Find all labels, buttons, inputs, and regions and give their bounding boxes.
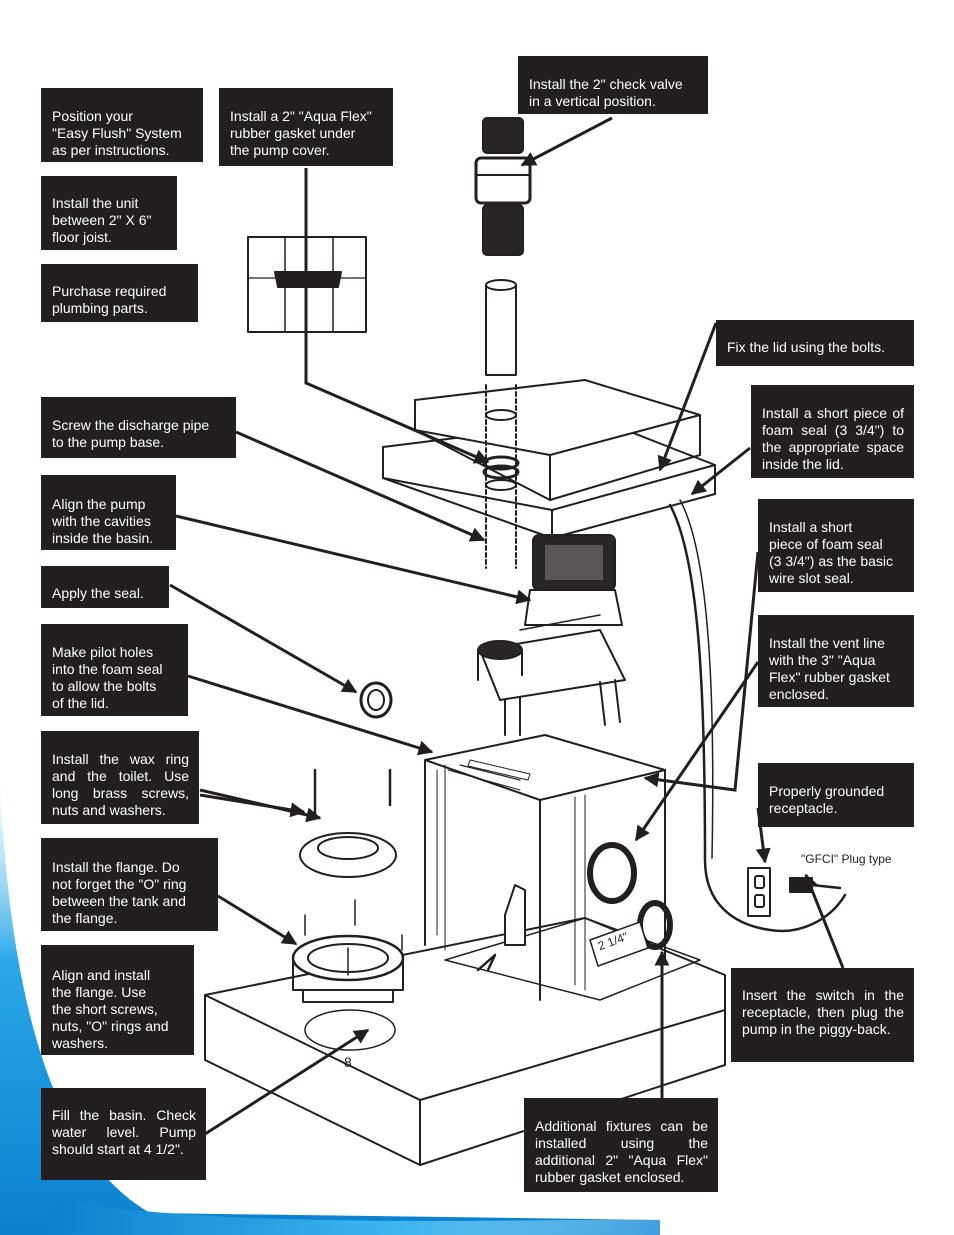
- callout-apply-seal: Apply the seal.: [41, 566, 169, 608]
- callout-position-system: Position your "Easy Flush" System as per…: [41, 88, 203, 162]
- discharge-pipe: [482, 279, 520, 569]
- callout-switch-receptacle: Insert the switch in the receptacle, the…: [731, 968, 914, 1062]
- small-parts: [291, 681, 673, 1003]
- callout-align-flange: Align and install the flange. Use the sh…: [41, 945, 194, 1055]
- callout-foam-seal-wire: Install a short piece of foam seal (3 3/…: [758, 499, 914, 592]
- leader-lines: [169, 116, 845, 1136]
- dimension-marker: [589, 921, 649, 967]
- callout-wax-ring: Install the wax ring and the toilet. Use…: [41, 731, 199, 824]
- callout-discharge-pipe: Screw the discharge pipe to the pump bas…: [41, 397, 236, 458]
- callout-install-flange: Install the flange. Do not forget the "O…: [41, 838, 218, 931]
- callout-vent-line: Install the vent line with the 3" "Aqua …: [758, 615, 914, 707]
- callout-fix-lid: Fix the lid using the bolts.: [716, 320, 914, 366]
- gfci-plug-label: "GFCI" Plug type: [801, 852, 892, 866]
- basin-tank: [424, 734, 666, 1001]
- callout-fill-basin: Fill the basin. Check water level. Pump …: [41, 1088, 206, 1180]
- callout-align-pump: Align the pump with the cavities inside …: [41, 475, 176, 550]
- base-mark: 8: [344, 1054, 352, 1070]
- callout-additional-fixtures: Additional fixtures can be installed usi…: [524, 1098, 718, 1192]
- power-cord: [668, 499, 847, 933]
- callout-foam-seal-lid: Install a short piece of foam seal (3 3/…: [751, 385, 914, 478]
- callout-check-valve: Install the 2" check valve in a vertical…: [518, 56, 708, 114]
- callout-grounded-receptacle: Properly grounded receptacle.: [758, 763, 914, 827]
- corner-swoosh: [0, 780, 660, 1235]
- pump-unit: [477, 534, 626, 736]
- callout-pilot-holes: Make pilot holes into the foam seal to a…: [41, 624, 188, 716]
- callout-aqua-flex-gasket: Install a 2" "Aqua Flex" rubber gasket u…: [219, 88, 393, 166]
- callout-floor-joist: Install the unit between 2" X 6" floor j…: [41, 176, 177, 250]
- callout-plumbing-parts: Purchase required plumbing parts.: [41, 264, 198, 322]
- check-valve: [474, 117, 532, 256]
